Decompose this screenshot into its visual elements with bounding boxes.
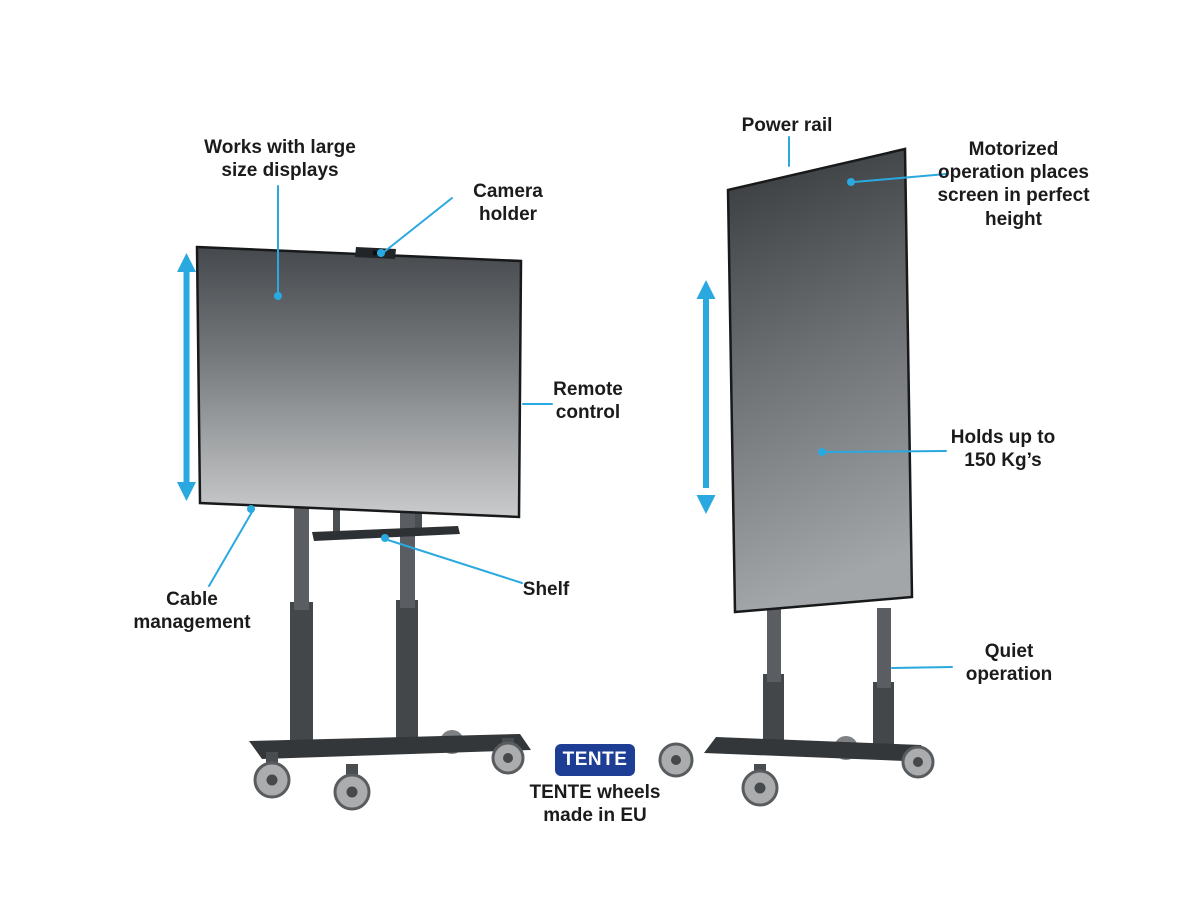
callout-motorized-operation: Motorized operation places screen in per… bbox=[937, 139, 1090, 230]
right-display-screen bbox=[726, 147, 914, 614]
caster-wheels bbox=[658, 742, 935, 807]
callout-holds-up-to: Holds up to 150 Kg’s bbox=[950, 427, 1056, 472]
right-stand-base bbox=[704, 737, 931, 762]
left-stand-base bbox=[249, 734, 531, 759]
caster-wheels bbox=[253, 741, 525, 811]
callout-power-rail: Power rail bbox=[741, 115, 833, 136]
callout-quiet-operation: Quiet operation bbox=[965, 641, 1053, 686]
callout-shelf: Shelf bbox=[522, 579, 570, 600]
callout-leader-lines bbox=[208, 136, 953, 669]
left-display-screen bbox=[195, 245, 523, 519]
left-stand bbox=[195, 245, 531, 811]
right-stand bbox=[658, 147, 935, 807]
tente-logo-badge: TENTE bbox=[555, 744, 635, 776]
height-adjust-arrow-left bbox=[177, 253, 196, 501]
shelf bbox=[312, 508, 460, 541]
callout-cable-management: Cable management bbox=[133, 589, 251, 634]
right-stand-columns bbox=[763, 598, 894, 746]
tente-caption: TENTE wheels made in EU bbox=[529, 782, 661, 827]
height-adjust-arrow-right bbox=[696, 280, 716, 514]
callout-remote-control: Remote control bbox=[553, 379, 623, 424]
callout-works-with-large-displays: Works with large size displays bbox=[204, 137, 356, 182]
callout-camera-holder: Camera holder bbox=[473, 181, 543, 226]
camera-holder bbox=[355, 247, 396, 259]
left-stand-columns bbox=[290, 498, 418, 748]
